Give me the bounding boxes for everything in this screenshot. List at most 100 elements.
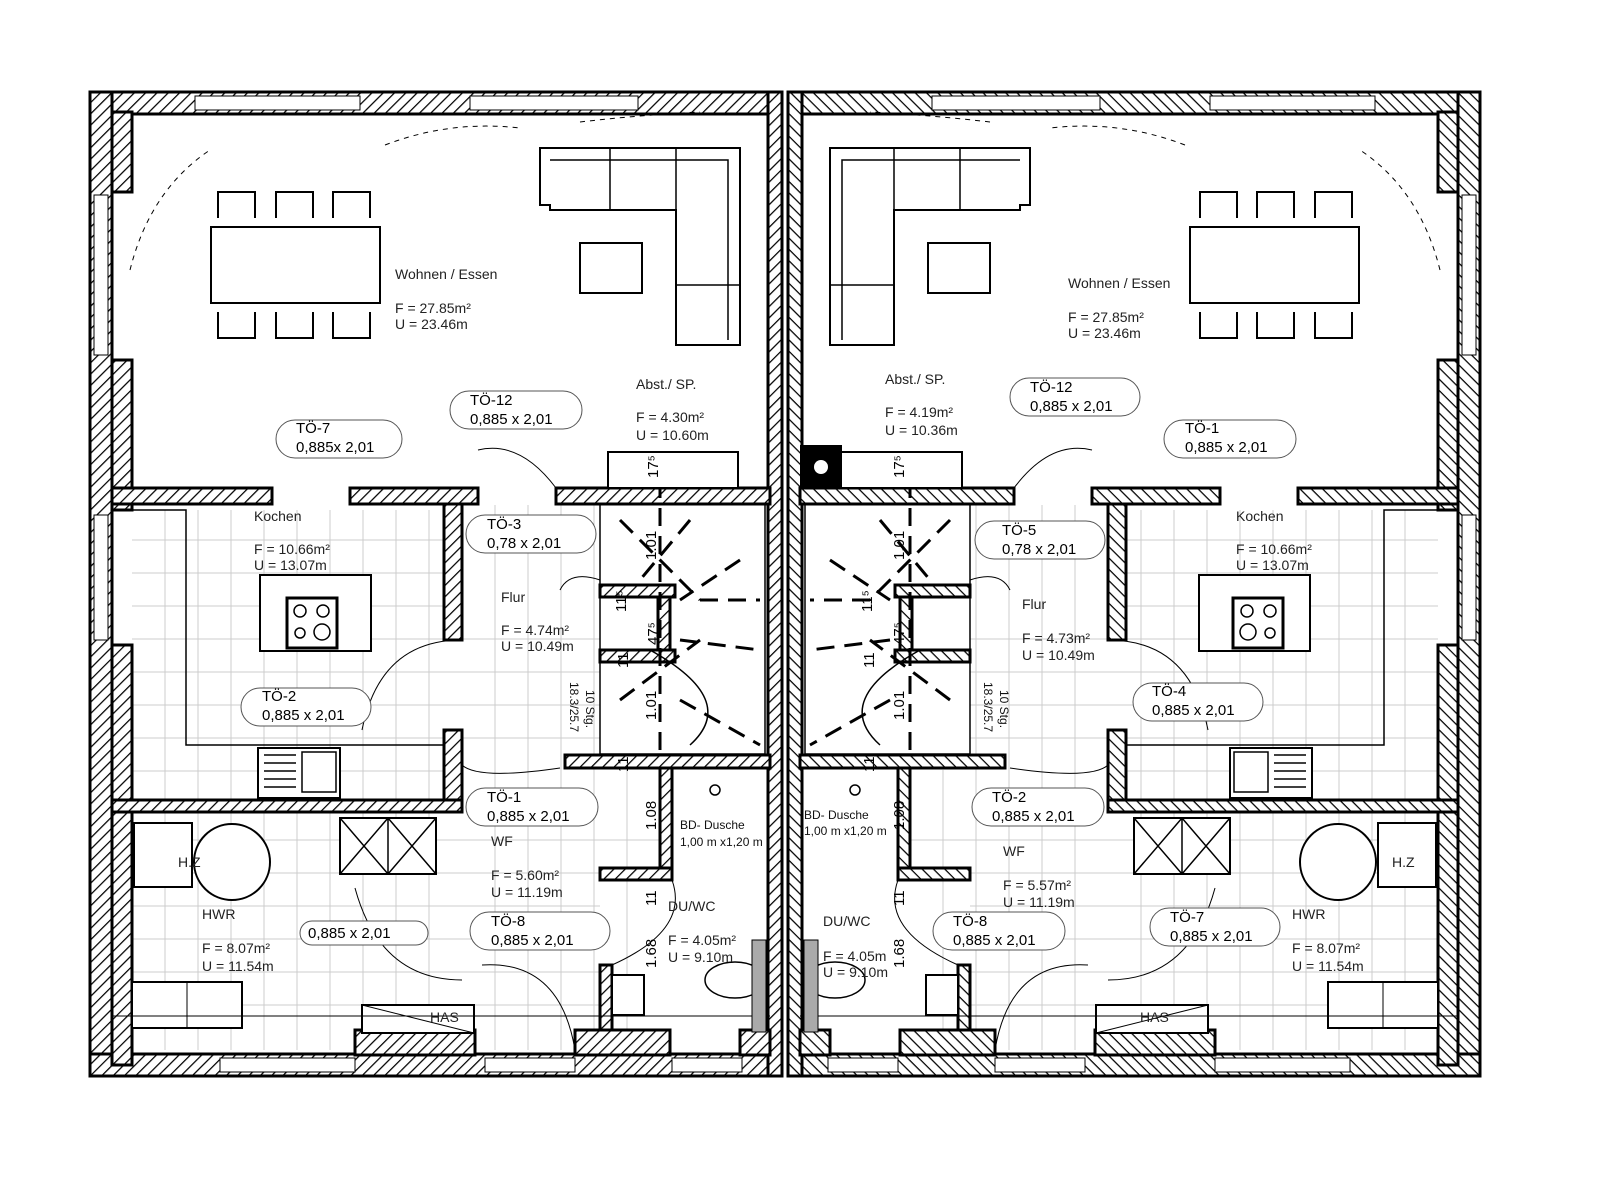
- door-tag: TÖ-7 0,885 x 2,01: [1149, 907, 1281, 947]
- label: 0,885 x 2,01: [487, 808, 570, 825]
- label: 17⁵: [645, 455, 662, 478]
- room-name: Wohnen / Essen: [395, 266, 497, 282]
- room-area: F = 4.73m²: [1022, 630, 1090, 646]
- door-tag: TÖ-1 0,885 x 2,01: [465, 787, 599, 827]
- door-tag: TÖ-8 0,885 x 2,01: [932, 911, 1066, 951]
- label: 11: [615, 756, 632, 772]
- label: 1.01: [891, 691, 908, 720]
- label: 11⁵: [859, 590, 876, 612]
- room-name: WF: [491, 833, 513, 849]
- room-kochen: Kochen F = 10.66m² U = 13.07m: [254, 508, 330, 573]
- room-name: Flur: [1022, 596, 1046, 612]
- label: 47⁵: [891, 622, 908, 645]
- label: TÖ-3: [487, 515, 521, 533]
- door-tag: TÖ-20,885 x 2,01: [240, 687, 372, 727]
- room-area: F = 4.74m²: [501, 622, 569, 638]
- room-name: Flur: [501, 589, 525, 605]
- room-hwr: HWR F = 8.07m² U = 11.54m: [202, 906, 274, 974]
- room-area: F = 5.57m²: [1003, 877, 1071, 893]
- label: 0,885 x 2,01: [1030, 398, 1113, 415]
- room-area: F = 10.66m²: [254, 541, 330, 557]
- room-name: HWR: [202, 906, 235, 922]
- label: 0,885 x 2,01: [1185, 439, 1268, 456]
- label: 0,78 x 2,01: [1002, 541, 1076, 558]
- left-unit-plan: [88, 90, 784, 1078]
- room-perimeter: U = 9.10m: [823, 964, 888, 980]
- room-area: F = 27.85m²: [395, 300, 471, 316]
- door-tag: TÖ-4 0,885 x 2,01: [1132, 682, 1264, 722]
- room-area: F = 5.60m²: [491, 867, 559, 883]
- room-perimeter: U = 10.36m: [885, 422, 958, 438]
- room-wohnen: Wohnen / Essen F = 27.85m² U = 23.46m: [1068, 275, 1170, 341]
- room-name: Kochen: [1236, 508, 1283, 524]
- room-perimeter: U = 13.07m: [1236, 557, 1309, 573]
- room-area: F = 4.19m²: [885, 404, 953, 420]
- room-name: Abst./ SP.: [885, 371, 945, 387]
- label: TÖ-4: [1152, 682, 1186, 700]
- label: TÖ-7: [1170, 908, 1204, 926]
- label: TÖ-8: [953, 912, 987, 930]
- room-perimeter: U = 23.46m: [395, 316, 468, 332]
- label: 17⁵: [891, 455, 908, 478]
- label: 0,885 x 2,01: [1152, 702, 1235, 719]
- label: 11: [643, 890, 660, 906]
- room-area: F = 8.07m²: [202, 940, 270, 956]
- label: 0,885 x 2,01: [953, 932, 1036, 949]
- right-unit-labels: Wohnen / Essen F = 27.85m² U = 23.46m Ab…: [804, 275, 1415, 1025]
- room-perimeter: U = 10.60m: [636, 427, 709, 443]
- label: 0,78 x 2,01: [487, 535, 561, 552]
- left-unit-labels: Wohnen / Essen F = 27.85m² U = 23.46m Ab…: [178, 266, 763, 1025]
- label: TÖ-12: [470, 391, 513, 409]
- door-tag: 0,885 x 2,01: [299, 920, 429, 946]
- label: 0,885 x 2,01: [262, 707, 345, 724]
- label: 11: [615, 652, 632, 668]
- label: 1.01: [643, 691, 660, 720]
- label: 0,885 x 2,01: [491, 932, 574, 949]
- room-perimeter: U = 11.54m: [202, 958, 274, 974]
- room-perimeter: U = 11.19m: [1003, 894, 1075, 910]
- room-area: F = 4.05m²: [668, 932, 736, 948]
- room-perimeter: U = 10.49m: [1022, 647, 1095, 663]
- dimension-labels: 17⁵ 1.01 11⁵ 47⁵ 11 1.01 11 1.08 11 1.68…: [567, 455, 662, 968]
- label: 1.08: [891, 801, 908, 830]
- room-perimeter: U = 23.46m: [1068, 325, 1141, 341]
- room-abstellraum: Abst./ SP. F = 4.19m² U = 10.36m: [885, 371, 958, 438]
- label: 0,885x 2,01: [296, 439, 374, 456]
- room-flur: Flur F = 4.73m² U = 10.49m: [1022, 596, 1095, 663]
- room-name: Abst./ SP.: [636, 376, 696, 392]
- room-wf: WF F = 5.60m² U = 11.19m: [491, 833, 563, 900]
- door-tag: TÖ-7 0,885x 2,01: [275, 419, 403, 459]
- room-area: F = 4.05m: [823, 948, 886, 964]
- label: 11: [861, 756, 878, 772]
- label: 18.3/25.7: [981, 682, 995, 732]
- label: 1.01: [891, 531, 908, 560]
- label: 0,885 x 2,01: [308, 925, 391, 942]
- room-duwc: DU/WC F = 4.05m U = 9.10m: [823, 913, 888, 980]
- label: TÖ-1: [487, 788, 521, 806]
- label: TÖ-8: [491, 912, 525, 930]
- label: 0,885 x 2,01: [470, 411, 553, 428]
- label: TÖ-1: [1185, 419, 1219, 437]
- door-tag: TÖ-50,78 x 2,01: [974, 520, 1106, 560]
- room-name: WF: [1003, 843, 1025, 859]
- right-unit-plan: [786, 90, 1482, 1078]
- shower-size: 1,00 m x1,20 m: [680, 835, 763, 849]
- label: TÖ-7: [296, 419, 330, 437]
- label: 47⁵: [645, 622, 662, 645]
- label: 0,885 x 2,01: [1170, 928, 1253, 945]
- room-area: F = 4.30m²: [636, 409, 704, 425]
- room-perimeter: U = 13.07m: [254, 557, 327, 573]
- room-area: F = 8.07m²: [1292, 940, 1360, 956]
- label: 1.01: [643, 531, 660, 560]
- has-label: HAS: [430, 1009, 459, 1025]
- heater-label: H.Z: [178, 854, 201, 870]
- room-wf: WF F = 5.57m² U = 11.19m: [1003, 843, 1075, 910]
- shower-label: BD- Dusche: [680, 818, 745, 832]
- label: 1.08: [643, 801, 660, 830]
- room-name: HWR: [1292, 906, 1325, 922]
- shower-label: BD- Dusche: [804, 808, 869, 822]
- label: 10 Stg.: [583, 690, 597, 728]
- room-perimeter: U = 9.10m: [668, 949, 733, 965]
- door-tag: TÖ-1 0,885 x 2,01: [1163, 419, 1297, 459]
- heater-label: H.Z: [1392, 854, 1415, 870]
